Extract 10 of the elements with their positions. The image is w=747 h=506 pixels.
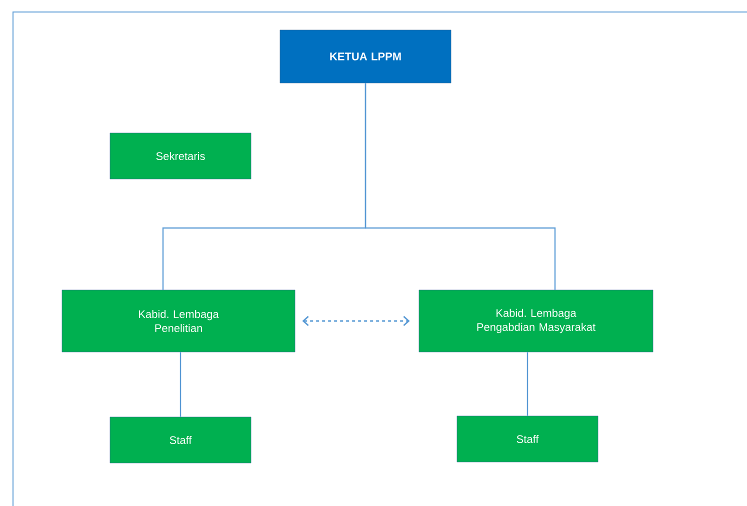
connector xyxy=(302,316,410,326)
org-box: Staff xyxy=(456,416,598,462)
org-box: Kabid. Lembaga Penelitian xyxy=(62,290,296,352)
org-box: Kabid. Lembaga Pengabdian Masyarakat xyxy=(418,290,654,352)
connector xyxy=(364,83,556,290)
org-box: Sekretaris xyxy=(110,132,252,180)
title-box: KETUA LPPM xyxy=(280,30,452,84)
org-box: Staff xyxy=(110,416,252,464)
connector xyxy=(526,352,528,416)
connector xyxy=(180,352,182,417)
